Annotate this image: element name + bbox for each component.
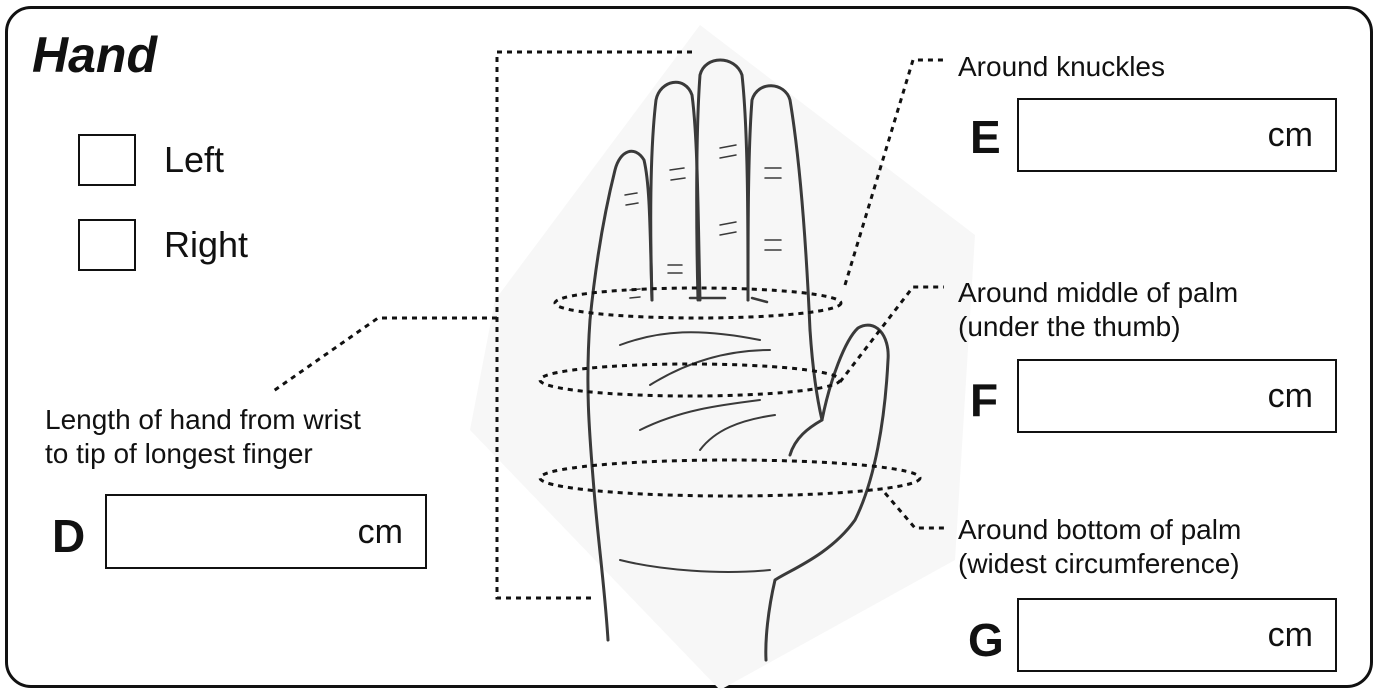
- hand-option-left[interactable]: Left: [78, 134, 224, 186]
- knuckles-description: Around knuckles: [958, 50, 1165, 84]
- bottom-palm-description-line-1: Around bottom of palm: [958, 513, 1241, 547]
- middle-palm-description-line-2: (under the thumb): [958, 310, 1238, 344]
- measurement-letter-e: E: [970, 114, 1001, 160]
- length-description-line-2: to tip of longest finger: [45, 437, 361, 471]
- hand-option-right[interactable]: Right: [78, 219, 248, 271]
- unit-label-f: cm: [1268, 379, 1313, 413]
- page-title: Hand: [32, 30, 157, 80]
- measurement-letter-f: F: [970, 377, 998, 423]
- unit-label-e: cm: [1268, 118, 1313, 152]
- middle-palm-description: Around middle of palm (under the thumb): [958, 276, 1238, 343]
- length-description-line-1: Length of hand from wrist: [45, 403, 361, 437]
- knuckles-description-line-1: Around knuckles: [958, 50, 1165, 84]
- length-input-d[interactable]: cm: [105, 494, 427, 569]
- left-checkbox[interactable]: [78, 134, 136, 186]
- unit-label-d: cm: [358, 515, 403, 549]
- length-leader: [272, 318, 497, 392]
- bottom-palm-description: Around bottom of palm (widest circumfere…: [958, 513, 1241, 580]
- measurement-letter-g: G: [968, 617, 1004, 663]
- knuckles-input-e[interactable]: cm: [1017, 98, 1337, 172]
- right-checkbox[interactable]: [78, 219, 136, 271]
- length-description: Length of hand from wrist to tip of long…: [45, 403, 361, 470]
- measurement-letter-d: D: [52, 513, 85, 559]
- sketch-paper: [470, 25, 975, 690]
- unit-label-g: cm: [1268, 618, 1313, 652]
- middle-palm-description-line-1: Around middle of palm: [958, 276, 1238, 310]
- right-label: Right: [164, 227, 248, 263]
- bottom-palm-input-g[interactable]: cm: [1017, 598, 1337, 672]
- bottom-palm-description-line-2: (widest circumference): [958, 547, 1241, 581]
- middle-palm-input-f[interactable]: cm: [1017, 359, 1337, 433]
- left-label: Left: [164, 142, 224, 178]
